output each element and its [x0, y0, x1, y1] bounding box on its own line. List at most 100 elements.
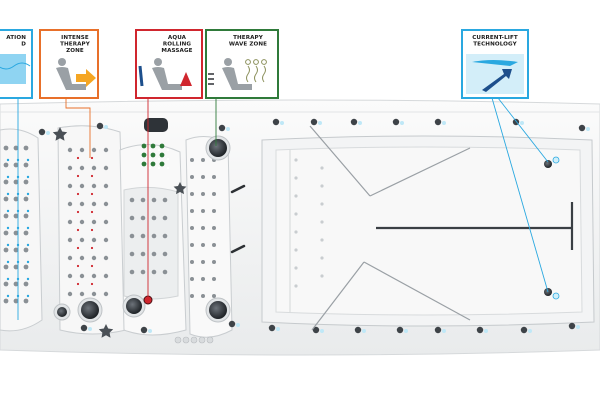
seat-jet — [79, 183, 85, 189]
seat-jet — [26, 294, 30, 298]
seat-jet — [320, 202, 324, 206]
seat-jet — [13, 179, 19, 185]
rolling-arrow — [180, 72, 192, 86]
seat-jet — [23, 264, 29, 270]
person-body — [56, 67, 86, 90]
rim-light-glow — [442, 121, 446, 125]
seat-jet — [159, 152, 165, 158]
seat-jet — [129, 215, 135, 221]
seat-jet — [76, 192, 80, 196]
rim-light-glow — [276, 327, 280, 331]
wave-dot — [245, 59, 251, 65]
seat-jet — [23, 179, 29, 185]
therapy-arrow — [76, 69, 96, 87]
seat-jet — [3, 179, 9, 185]
seat-jet — [201, 158, 205, 162]
rim-light-glow — [442, 329, 446, 333]
seat-jet — [190, 209, 194, 213]
rim-light-glow — [280, 121, 284, 125]
seat-jet — [26, 192, 30, 196]
seat-jet — [201, 226, 205, 230]
seat-jet — [23, 230, 29, 236]
rim-light — [140, 326, 148, 334]
rim-light — [218, 124, 226, 132]
seat-jet — [157, 157, 161, 161]
seat-jet — [129, 251, 135, 257]
person-body — [152, 67, 182, 90]
callout-label: ATION — [6, 35, 26, 41]
rim-light-glow — [484, 329, 488, 333]
seat-jet — [13, 145, 19, 151]
seat-jet — [166, 166, 170, 170]
seat-jet — [90, 174, 94, 178]
seat-jet — [6, 243, 10, 247]
rim-light — [578, 124, 586, 132]
seated-person-rolling-icon — [138, 58, 192, 90]
seat-jet — [190, 158, 194, 162]
seat-jet — [294, 212, 298, 216]
seat-jet — [13, 247, 19, 253]
rim-light — [310, 118, 318, 126]
seat-jet — [79, 255, 85, 261]
seat-jet — [141, 143, 147, 149]
seat-jet — [320, 256, 324, 260]
seat-jet — [67, 237, 73, 243]
spa-seating-area — [0, 125, 233, 338]
seat-jet — [91, 273, 97, 279]
rim-light-glow — [226, 127, 230, 131]
seat-jet — [76, 264, 80, 268]
rolling-bar — [138, 65, 144, 87]
seat-jet — [67, 147, 73, 153]
rim-light — [568, 322, 576, 330]
seat-jet — [294, 158, 298, 162]
seat-jet — [320, 238, 324, 242]
rim-lights — [38, 118, 590, 334]
large-jets — [53, 118, 231, 323]
seated-person-wave-icon — [208, 58, 267, 90]
seat-jet — [90, 282, 94, 286]
lane-ropes — [309, 125, 471, 331]
bottom-fixtures — [174, 336, 214, 344]
seat-jet — [3, 298, 9, 304]
seat-jet — [76, 228, 80, 232]
seat-jet — [3, 281, 9, 287]
seat-jet — [201, 243, 205, 247]
seat-jet — [67, 255, 73, 261]
star-accents — [52, 127, 187, 338]
seat-jet — [91, 201, 97, 207]
rim-light — [96, 122, 104, 130]
rim-light-glow — [400, 121, 404, 125]
seat-jet — [6, 175, 10, 179]
seat-jet — [13, 162, 19, 168]
control-panel — [144, 118, 168, 132]
seat-jet — [140, 269, 146, 275]
seat-jet — [90, 228, 94, 232]
rim-light — [476, 326, 484, 334]
rim-light-glow — [358, 121, 362, 125]
seat-jet — [294, 194, 298, 198]
seat-jet — [26, 277, 30, 281]
rim-light — [272, 118, 280, 126]
large-jet — [57, 307, 67, 317]
seat-jet — [91, 183, 97, 189]
seat-jet — [6, 192, 10, 196]
large-jet — [209, 139, 227, 157]
seat-jet — [159, 161, 165, 167]
seat-jet — [79, 273, 85, 279]
seat-jet — [141, 161, 147, 167]
seat-jet — [13, 264, 19, 270]
rim-light — [228, 320, 236, 328]
seat-jet — [67, 183, 73, 189]
seat-jet — [129, 269, 135, 275]
callout-label: THERAPY — [60, 42, 91, 48]
seat-jet — [91, 147, 97, 153]
person-body — [222, 67, 252, 90]
rim-light-glow — [148, 329, 152, 333]
seat-jet — [26, 243, 30, 247]
seat-jet — [190, 192, 194, 196]
seat-jet — [129, 233, 135, 239]
seat-jet — [190, 226, 194, 230]
seat-jet — [320, 274, 324, 278]
